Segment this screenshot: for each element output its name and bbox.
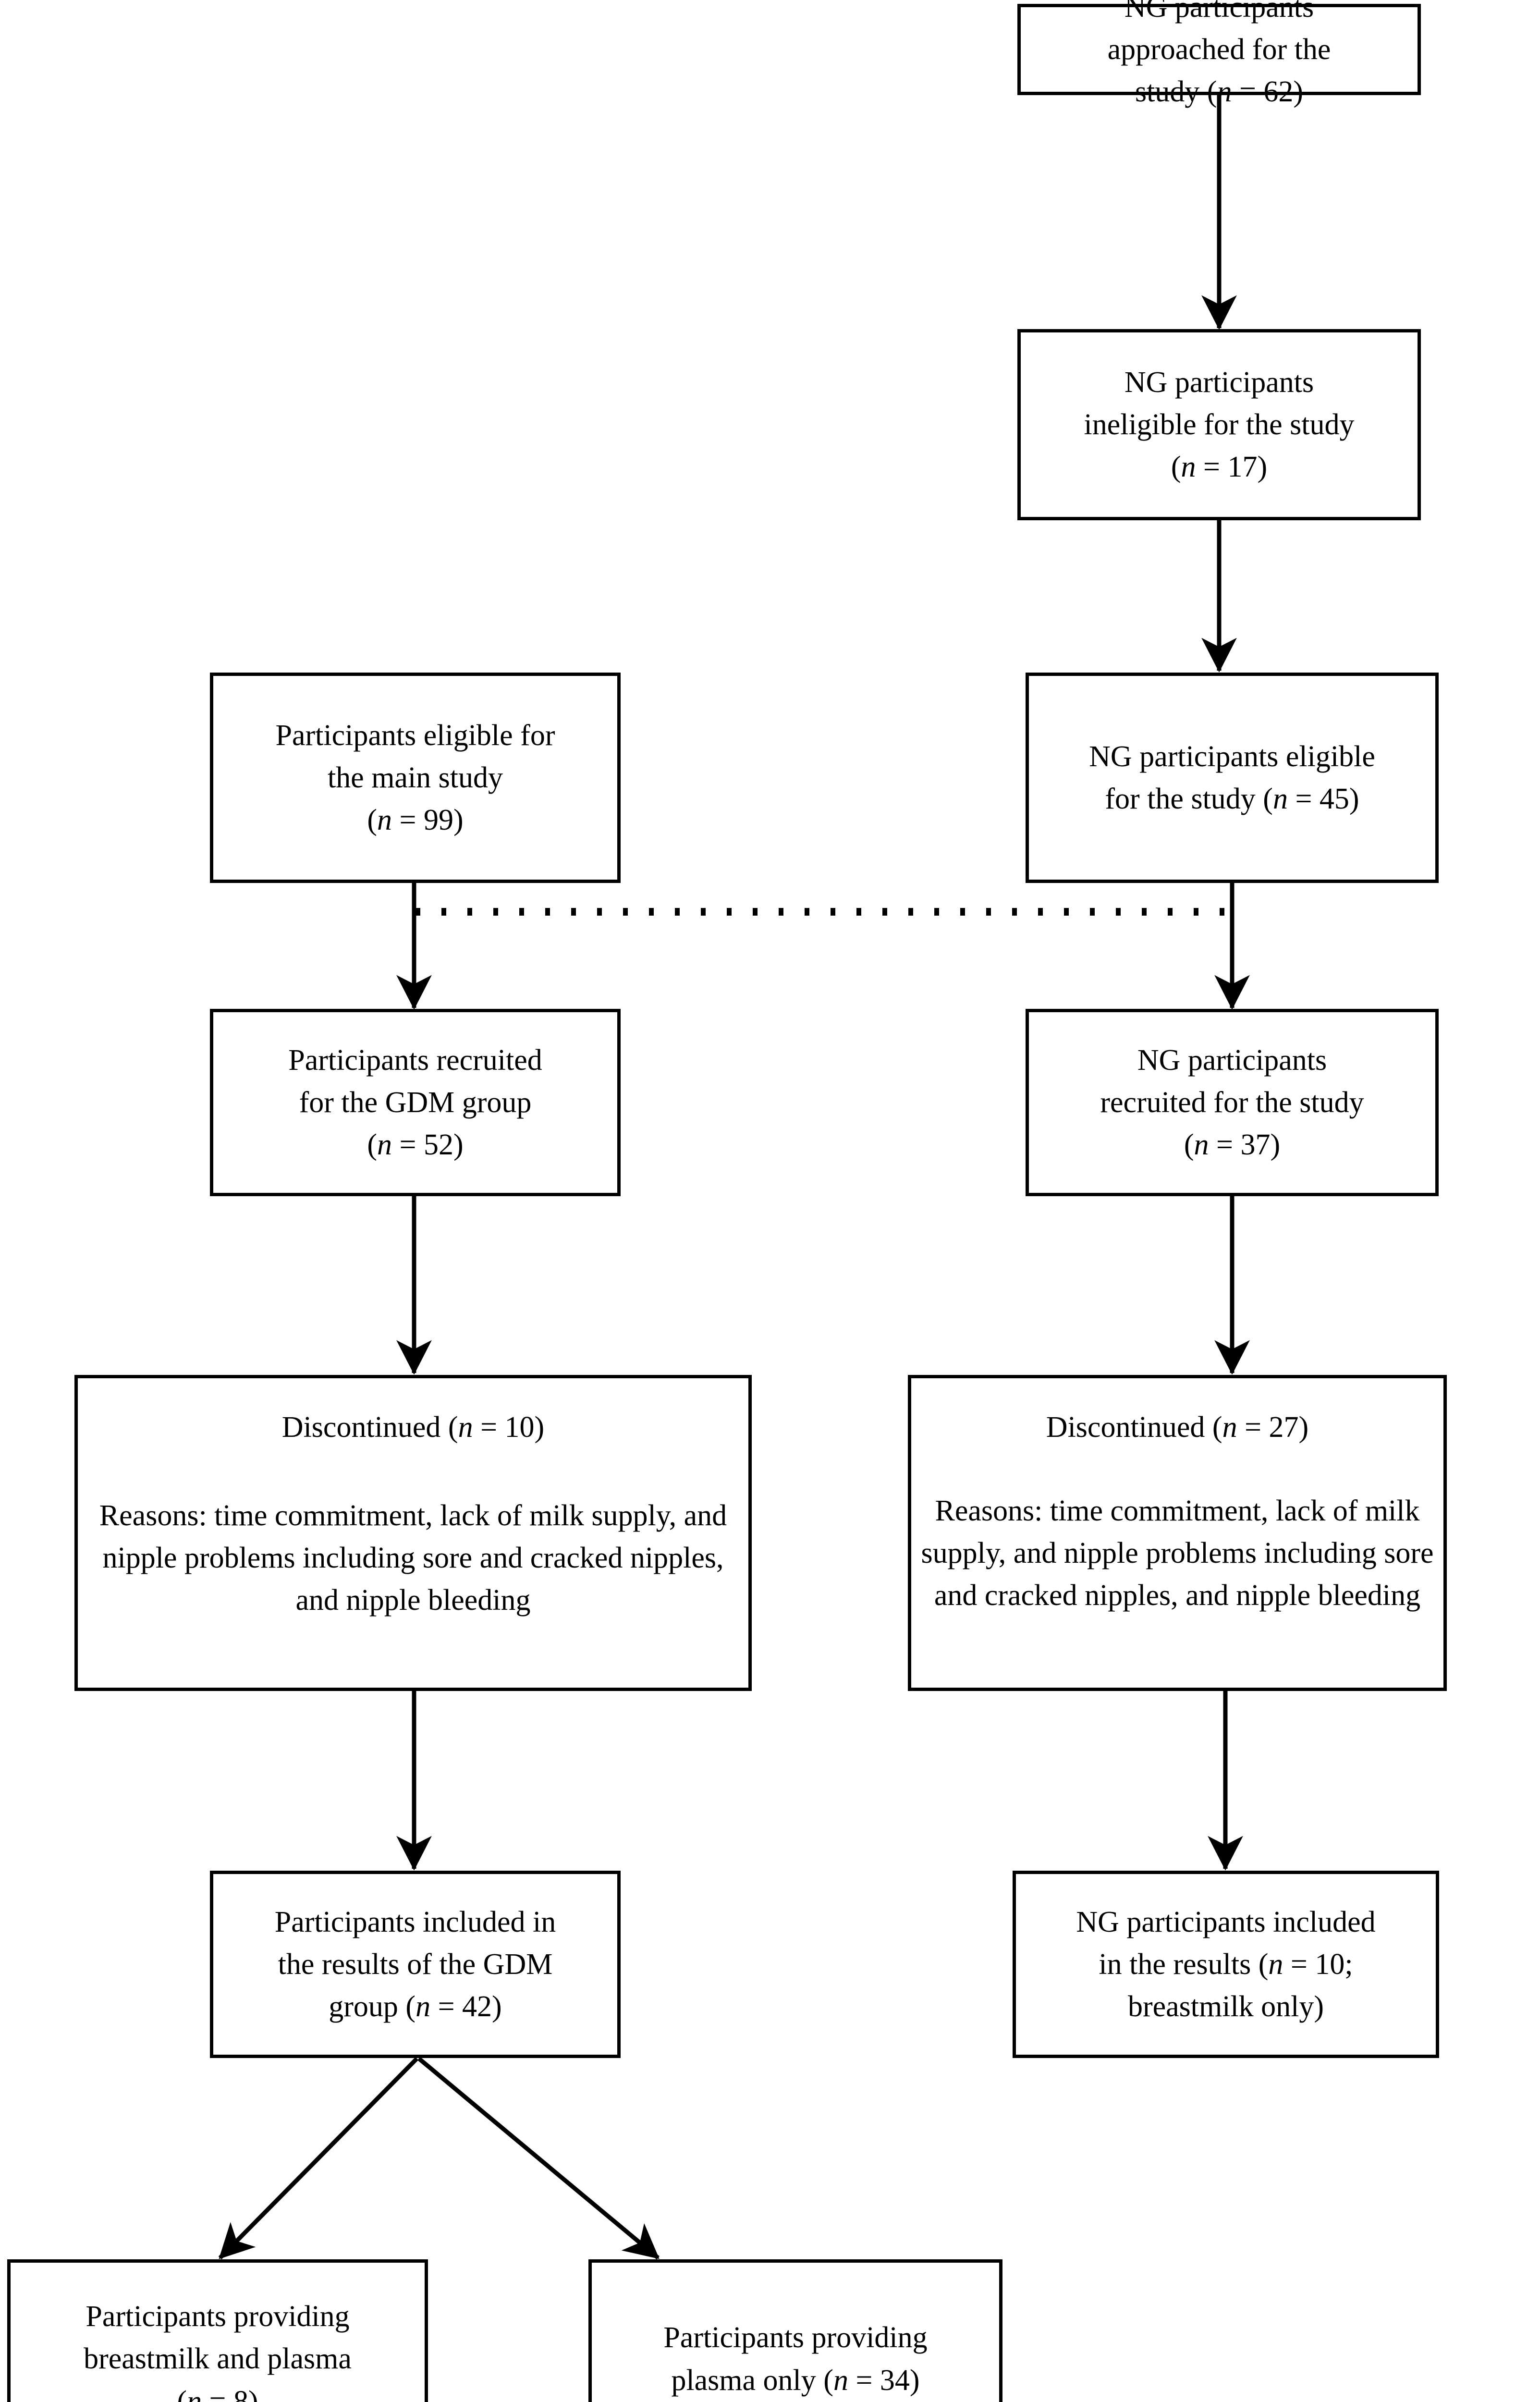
n-value: 34 [880,2364,910,2397]
node-line: recruited for the study [1100,1086,1364,1119]
node-gdm-recruited: Participants recruited for the GDM group… [210,1009,621,1196]
node-line: the main study [327,761,503,794]
n-value: 10 [1315,1948,1345,1981]
n-value: 99 [423,804,453,837]
node-line: NG participants [1124,366,1314,399]
node-line: NG participants eligible [1089,740,1375,773]
node-line-n: group (n = 42) [329,1990,502,2023]
n-value: 52 [423,1128,453,1162]
node-eligible-main-study: Participants eligible for the main study… [210,673,621,883]
node-line-n: for the study (n = 45) [1105,783,1359,815]
node-line-n: plasma only (n = 34) [671,2364,920,2397]
node-line-n: study (n = 62) [1135,75,1304,109]
node-line: Participants recruited [288,1043,542,1077]
node-line-n: in the results (n = 10; [1099,1948,1353,1981]
node-line: the results of the GDM [278,1948,553,1981]
node-ng-discontinued: Discontinued (n = 27) Reasons: time comm… [908,1375,1447,1691]
node-line-n: (n = 52) [367,1128,464,1162]
node-line-n: (n = 17) [1171,451,1268,484]
node-line: for the GDM group [299,1086,532,1119]
n-value: 8 [233,2385,248,2402]
node-ng-approached: NG participants approached for the study… [1017,0,1421,108]
connector-gdm-included-to-plasma-only [417,2057,660,2260]
discontinued-heading: Discontinued (n = 10) [281,1411,545,1444]
node-gdm-discontinued: Discontinued (n = 10) Reasons: time comm… [74,1375,752,1691]
node-line: approached for the [1107,33,1331,66]
n-value: 27 [1269,1411,1299,1444]
node-line-n: (n = 8) [177,2380,258,2402]
node-line: NG participants [1137,1043,1327,1077]
node-ng-eligible: NG participants eligible for the study (… [1026,673,1439,883]
n-value: 37 [1240,1128,1271,1162]
node-line: Participants eligible for [275,719,555,752]
n-value: 45 [1319,783,1349,815]
n-value: 42 [462,1990,492,2023]
n-value: 17 [1227,451,1258,484]
node-gdm-included-in-results: Participants included in the results of … [210,1871,621,2058]
node-line: Participants included in [274,1905,556,1938]
n-value: 10 [504,1411,535,1444]
node-line: Participants providing [663,2321,928,2354]
discontinued-reasons: Reasons: time commitment, lack of milk s… [99,1499,727,1617]
node-line: NG participants included [1076,1905,1376,1938]
node-line: breastmilk only) [1127,1990,1324,2023]
node-line-n: (n = 37) [1184,1128,1281,1162]
node-providing-plasma-only: Participants providing plasma only (n = … [588,2259,1002,2402]
node-line: Participants providing [86,2300,350,2333]
connector-gdm-included-to-milk-plasma [218,2057,419,2260]
node-line-n: (n = 99) [367,804,464,837]
node-ng-ineligible: NG participants ineligible for the study… [1017,329,1421,520]
node-ng-recruited: NG participants recruited for the study … [1026,1009,1439,1196]
discontinued-heading: Discontinued (n = 27) [1046,1411,1309,1444]
n-value: 62 [1263,75,1294,109]
node-providing-breastmilk-and-plasma: Participants providing breastmilk and pl… [7,2259,428,2402]
node-ng-included-in-results: NG participants included in the results … [1013,1871,1439,2058]
node-line: breastmilk and plasma [84,2342,352,2376]
discontinued-reasons: Reasons: time commitment, lack of milk s… [921,1495,1434,1612]
node-line: NG participants [1124,0,1314,24]
node-line: ineligible for the study [1084,408,1355,441]
